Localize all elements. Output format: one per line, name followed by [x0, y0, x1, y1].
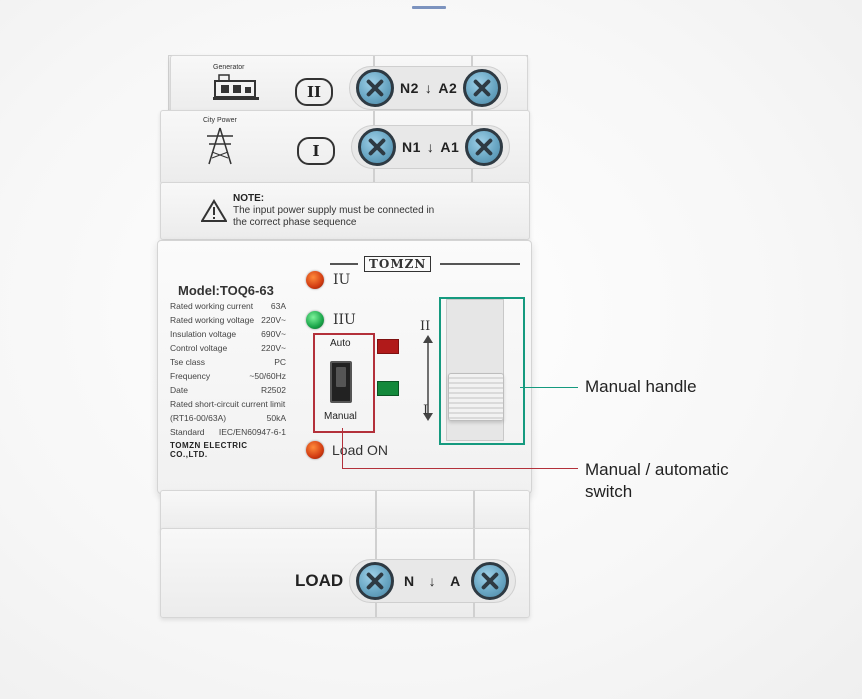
terminal-label-n: N	[404, 573, 415, 589]
terminal-arrow: ↓	[426, 139, 435, 155]
generator-module: Generator II N2 ↓ A2	[170, 55, 528, 115]
terminal-arrow: ↓	[424, 80, 433, 96]
company-name: TOMZN ELECTRIC CO.,LTD.	[170, 441, 248, 459]
module-seam	[375, 491, 377, 531]
generator-icon-label: Generator	[213, 64, 245, 71]
led-label-iiu: IIU	[333, 312, 356, 328]
callout-switch-line-2: switch	[585, 482, 633, 501]
load-label: LOAD	[295, 571, 344, 590]
spec-row: Frequency~50/60Hz	[170, 371, 286, 381]
terminal-arrow: ↓	[428, 573, 437, 589]
generator-icon-group: Generator	[213, 64, 263, 108]
led-load-on	[306, 441, 324, 459]
auto-manual-switch-highlight	[313, 333, 375, 433]
top-accent-bar	[412, 6, 446, 9]
double-arrow-icon	[423, 335, 433, 421]
note-title: NOTE:	[233, 193, 265, 204]
lower-housing	[160, 490, 530, 532]
brand-divider-left	[330, 263, 358, 265]
generator-terminal-bay: N2 ↓ A2	[349, 66, 509, 110]
brand-divider-right	[440, 263, 520, 265]
callout-line-manual-handle	[520, 387, 578, 388]
terminal-label-a: A	[450, 573, 461, 589]
note-strip: NOTE: The input power supply must be con…	[160, 182, 530, 240]
handle-label-i: I	[423, 403, 429, 418]
switch-label-auto: Auto	[330, 338, 351, 349]
handle-label-ii: II	[420, 319, 431, 334]
switch-knob[interactable]	[336, 367, 346, 387]
spec-row: (RT16-00/63A)50kA	[170, 413, 286, 423]
module-seam	[473, 491, 475, 531]
screw-terminal-a2[interactable]	[463, 69, 502, 107]
callout-manual-handle: Manual handle	[585, 377, 697, 396]
led-label-iu: IU	[333, 272, 351, 288]
city-power-terminal-bay: N1 ↓ A1	[351, 125, 511, 169]
indicator-green	[377, 381, 399, 396]
manual-handle-highlight	[439, 297, 525, 445]
brand-logo: TOMZN	[364, 256, 432, 272]
callout-switch-line-1: Manual / automatic	[585, 460, 729, 479]
roman-numeral-ii-badge: II	[295, 78, 333, 106]
model-number: Model:TOQ6-63	[178, 283, 274, 298]
city-power-icon-label: City Power	[203, 117, 237, 124]
led-source-ii	[306, 311, 324, 329]
terminal-label-a2: A2	[438, 80, 458, 96]
roman-numeral-i-badge: I	[297, 137, 335, 165]
terminal-label-n2: N2	[400, 80, 419, 96]
screw-terminal-a-load[interactable]	[470, 562, 509, 600]
front-panel: TOMZN Model:TOQ6-63 Rated working curren…	[157, 240, 532, 494]
switch-label-manual: Manual	[324, 411, 357, 422]
load-terminal-bay: N ↓ A	[349, 559, 516, 603]
callout-line-switch-vertical	[342, 428, 343, 468]
screw-terminal-n-load[interactable]	[356, 562, 394, 600]
spec-short-circuit-label: Rated short-circuit current limit	[170, 399, 286, 409]
auto-manual-switch[interactable]	[330, 361, 352, 403]
led-source-i	[306, 271, 324, 289]
manual-handle[interactable]	[448, 373, 504, 421]
screw-terminal-a1[interactable]	[465, 128, 504, 166]
city-power-module: City Power I N1 ↓ A1	[160, 110, 530, 184]
screw-terminal-n2[interactable]	[356, 69, 394, 107]
note-line-1: The input power supply must be connected…	[233, 205, 435, 216]
terminal-label-a1: A1	[440, 139, 460, 155]
generator-icon	[213, 74, 259, 100]
power-tower-icon	[207, 127, 233, 165]
warning-triangle-icon	[201, 199, 227, 222]
city-power-icon-group: City Power	[203, 117, 237, 171]
load-module: LOAD N ↓ A	[160, 528, 530, 618]
note-line-2: the correct phase sequence	[233, 217, 357, 228]
led-label-load-on: Load ON	[332, 442, 389, 458]
screw-terminal-n1[interactable]	[358, 128, 396, 166]
indicator-red	[377, 339, 399, 354]
terminal-label-n1: N1	[402, 139, 421, 155]
callout-line-switch	[342, 468, 578, 469]
